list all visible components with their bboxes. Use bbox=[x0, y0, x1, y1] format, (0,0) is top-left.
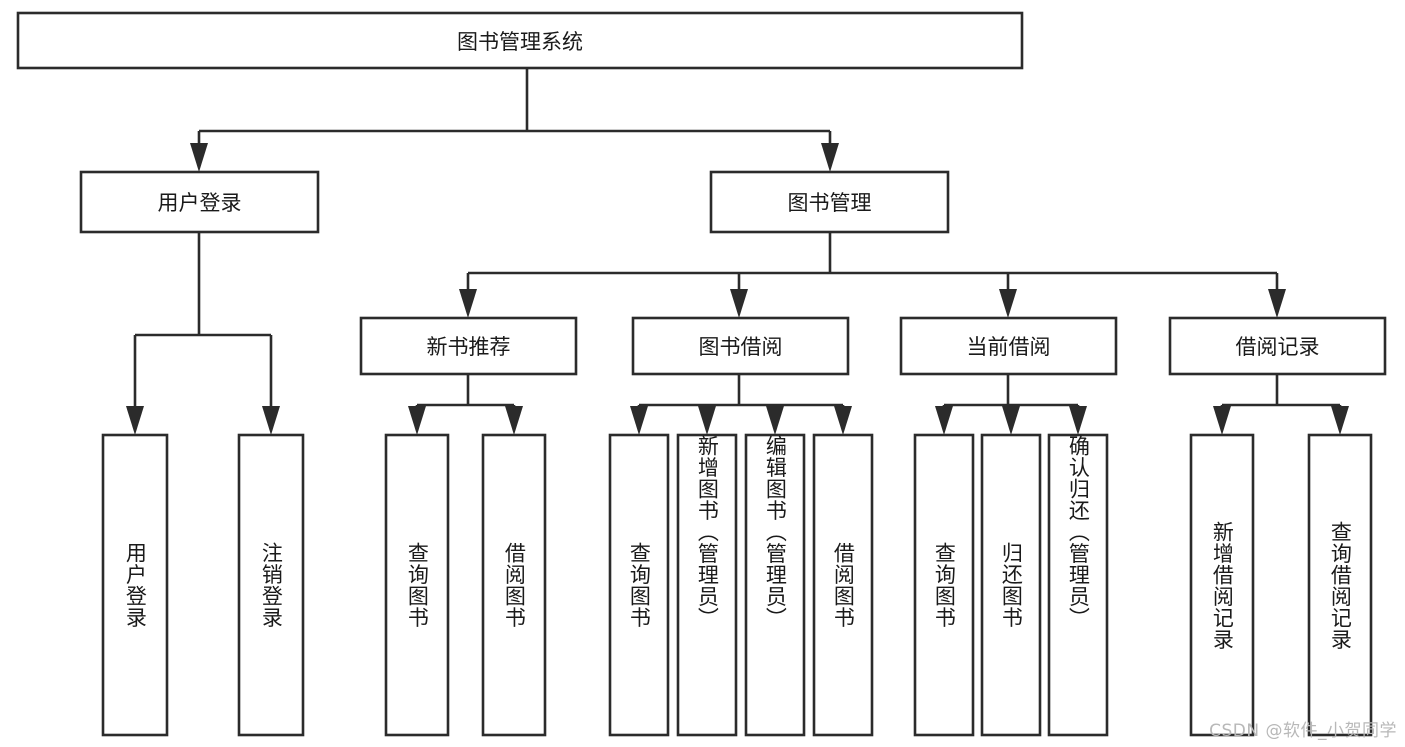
node-leaf-edit-book[interactable] bbox=[744, 433, 806, 737]
node-box-layer bbox=[16, 11, 1387, 737]
node-user-login[interactable] bbox=[79, 170, 320, 234]
node-borrow-record[interactable] bbox=[1168, 316, 1387, 376]
connector-layer bbox=[126, 68, 1349, 435]
arrow-icon-current-borrow-leaf3 bbox=[1069, 406, 1087, 435]
node-leaf-user-login[interactable] bbox=[101, 433, 169, 737]
arrow-icon-borrow-record bbox=[1268, 289, 1286, 318]
arrow-icon-book-borrow-leaf1 bbox=[630, 406, 648, 435]
node-root[interactable] bbox=[16, 11, 1024, 70]
arrow-icon-book-borrow-leaf3 bbox=[766, 406, 784, 435]
node-leaf-query-book-1[interactable] bbox=[384, 433, 450, 737]
watermark-text: CSDN @软件_小贺同学 bbox=[1209, 721, 1397, 741]
arrow-icon-borrow-record-leaf1 bbox=[1213, 406, 1231, 435]
arrow-icon-current-borrow-leaf1 bbox=[935, 406, 953, 435]
node-leaf-confirm-return[interactable] bbox=[1047, 433, 1109, 737]
node-leaf-query-book-3[interactable] bbox=[913, 433, 975, 737]
arrow-icon-new-book bbox=[459, 289, 477, 318]
node-leaf-logout[interactable] bbox=[237, 433, 305, 737]
arrow-icon-user-login-leaf1 bbox=[126, 406, 144, 435]
node-leaf-query-book-2[interactable] bbox=[608, 433, 670, 737]
node-book-borrow[interactable] bbox=[631, 316, 850, 376]
node-leaf-query-record[interactable] bbox=[1307, 433, 1373, 737]
arrow-icon-current-borrow bbox=[999, 289, 1017, 318]
node-leaf-add-record[interactable] bbox=[1189, 433, 1255, 737]
node-leaf-return-book[interactable] bbox=[980, 433, 1042, 737]
arrow-icon-user-login-leaf2 bbox=[262, 406, 280, 435]
arrow-icon-book-manage bbox=[821, 143, 839, 172]
node-current-borrow[interactable] bbox=[899, 316, 1118, 376]
arrow-icon-user-login bbox=[190, 143, 208, 172]
arrow-icon-new-book-leaf2 bbox=[505, 406, 523, 435]
arrow-icon-current-borrow-leaf2 bbox=[1002, 406, 1020, 435]
node-book-manage[interactable] bbox=[709, 170, 950, 234]
arrow-icon-borrow-record-leaf2 bbox=[1331, 406, 1349, 435]
node-new-book-recommend[interactable] bbox=[359, 316, 578, 376]
node-leaf-add-book[interactable] bbox=[676, 433, 738, 737]
arrow-icon-book-borrow bbox=[730, 289, 748, 318]
arrow-icon-book-borrow-leaf2 bbox=[698, 406, 716, 435]
node-leaf-borrow-book-2[interactable] bbox=[812, 433, 874, 737]
node-leaf-borrow-book-1[interactable] bbox=[481, 433, 547, 737]
arrow-icon-new-book-leaf1 bbox=[408, 406, 426, 435]
arrow-icon-book-borrow-leaf4 bbox=[834, 406, 852, 435]
